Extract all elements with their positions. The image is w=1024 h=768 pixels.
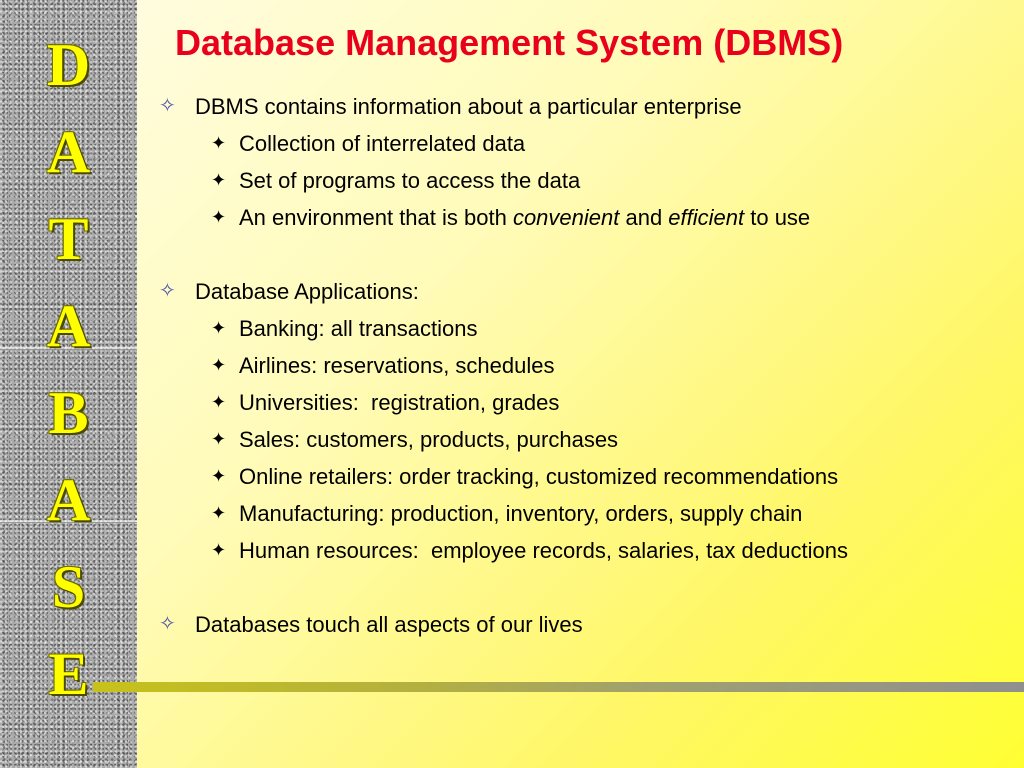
sub-bullet-text-prefix: An environment that is both — [239, 205, 513, 230]
sub-bullet-item: ✦ An environment that is both convenient… — [155, 199, 1015, 236]
sidebar-letter: A — [46, 119, 91, 185]
four-point-star-icon: ✦ — [211, 355, 227, 375]
sidebar-panel: D A T A B A S E — [0, 0, 137, 768]
sub-bullet-text: Collection of interrelated data — [239, 131, 526, 156]
diamond-sparkle-icon: ✧ — [159, 95, 176, 117]
four-point-star-icon: ✦ — [211, 466, 227, 486]
four-point-star-icon: ✦ — [211, 540, 227, 560]
sidebar-letters: D A T A B A S E — [0, 22, 137, 718]
sidebar-letter: A — [46, 293, 91, 359]
sidebar-letter: T — [48, 206, 89, 272]
sidebar-divider — [0, 347, 137, 350]
sub-bullet-text: Sales: customers, products, purchases — [239, 427, 619, 452]
sub-bullet-text: Set of programs to access the data — [239, 168, 581, 193]
sub-bullet-item: ✦ Airlines: reservations, schedules — [155, 347, 1015, 384]
sub-bullet-text: Airlines: reservations, schedules — [239, 353, 555, 378]
spacer — [155, 569, 1015, 606]
bullet-text: DBMS contains information about a partic… — [195, 94, 742, 119]
diamond-sparkle-icon: ✧ — [159, 280, 176, 302]
sub-bullet-text-middle: and — [619, 205, 669, 230]
four-point-star-icon: ✦ — [211, 429, 227, 449]
sub-bullet-text-suffix: to use — [744, 205, 811, 230]
slide-title: Database Management System (DBMS) — [175, 22, 844, 63]
sub-bullet-item: ✦ Set of programs to access the data — [155, 162, 1015, 199]
sub-bullet-text: Banking: all transactions — [239, 316, 478, 341]
sidebar-letter: B — [48, 380, 89, 446]
sub-bullet-item: ✦ Human resources: employee records, sal… — [155, 532, 1015, 569]
spacer — [155, 236, 1015, 273]
sub-bullet-item: ✦ Collection of interrelated data — [155, 125, 1015, 162]
sidebar-letter: E — [48, 641, 89, 707]
four-point-star-icon: ✦ — [211, 503, 227, 523]
bullet-item: ✧ Database Applications: — [155, 273, 1015, 310]
sidebar-divider — [0, 520, 137, 523]
bullet-item: ✧ Databases touch all aspects of our liv… — [155, 606, 1015, 643]
emphasis-convenient: convenient — [512, 205, 620, 230]
four-point-star-icon: ✦ — [211, 133, 227, 153]
slide-content: ✧ DBMS contains information about a part… — [155, 88, 1015, 643]
sidebar-letter: S — [51, 554, 86, 620]
sidebar-letter: D — [46, 32, 91, 98]
sub-bullet-text: Manufacturing: production, inventory, or… — [239, 501, 803, 526]
sidebar-letter: A — [46, 467, 91, 533]
four-point-star-icon: ✦ — [211, 207, 227, 227]
decorative-rule — [93, 682, 1024, 692]
sub-bullet-text: Universities: registration, grades — [239, 390, 560, 415]
bullet-text: Database Applications: — [195, 279, 419, 304]
sub-bullet-item: ✦ Sales: customers, products, purchases — [155, 421, 1015, 458]
emphasis-efficient: efficient — [668, 205, 745, 230]
bullet-item: ✧ DBMS contains information about a part… — [155, 88, 1015, 125]
four-point-star-icon: ✦ — [211, 170, 227, 190]
sub-bullet-item: ✦ Online retailers: order tracking, cust… — [155, 458, 1015, 495]
bullet-text: Databases touch all aspects of our lives — [195, 612, 583, 637]
sub-bullet-text: Human resources: employee records, salar… — [239, 538, 848, 563]
four-point-star-icon: ✦ — [211, 392, 227, 412]
four-point-star-icon: ✦ — [211, 318, 227, 338]
sub-bullet-item: ✦ Manufacturing: production, inventory, … — [155, 495, 1015, 532]
sub-bullet-item: ✦ Universities: registration, grades — [155, 384, 1015, 421]
diamond-sparkle-icon: ✧ — [159, 613, 176, 635]
sub-bullet-item: ✦ Banking: all transactions — [155, 310, 1015, 347]
sub-bullet-text: Online retailers: order tracking, custom… — [239, 464, 839, 489]
